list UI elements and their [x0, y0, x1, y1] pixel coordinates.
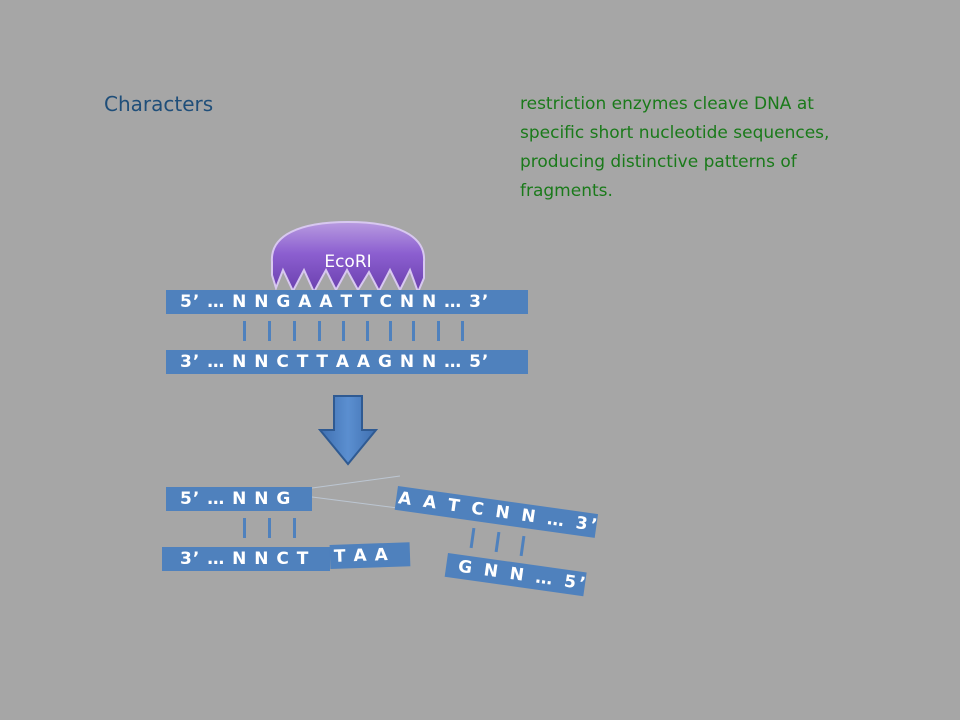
down-arrow-icon: [317, 395, 379, 466]
left-fragment-overhang: T A A: [329, 542, 411, 569]
left-fragment-bottom-strand: 3’ … N N C T: [162, 547, 330, 571]
base-pair-bond: [293, 518, 296, 538]
description-text: restriction enzymes cleave DNA at specif…: [520, 94, 830, 201]
base-pair-bond: [389, 321, 392, 341]
enzyme-shape: [270, 220, 426, 295]
cut-guide-line: [311, 475, 401, 489]
enzyme-label: EcoRI: [324, 252, 371, 272]
left-fragment-top-strand: 5’ … N N G: [166, 487, 312, 511]
heading: Characters: [104, 92, 214, 116]
base-pair-bond: [243, 321, 246, 341]
base-pair-bond: [412, 321, 415, 341]
base-pair-bond: [342, 321, 345, 341]
intact-bottom-strand: 3’ … N N C T T A A G N N … 5’: [166, 350, 528, 374]
base-pair-bond: [366, 321, 369, 341]
intact-top-strand: 5’ … N N G A A T T C N N … 3’: [166, 290, 528, 314]
cut-guide-line: [311, 496, 399, 509]
ecori-enzyme: EcoRI: [270, 220, 426, 295]
base-pair-bond: [318, 321, 321, 341]
base-pair-bond: [437, 321, 440, 341]
base-pair-bond: [268, 321, 271, 341]
base-pair-bond: [461, 321, 464, 341]
base-pair-bond: [268, 518, 271, 538]
base-pair-bond: [293, 321, 296, 341]
base-pair-bond: [243, 518, 246, 538]
